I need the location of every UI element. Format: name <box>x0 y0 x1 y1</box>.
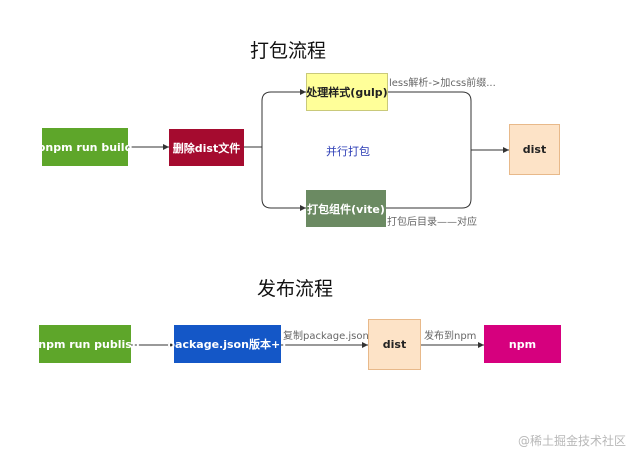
edge-style-to-dist <box>388 91 509 153</box>
note-parallel: 并行打包 <box>326 145 370 158</box>
label-copy-package-json: 复制package.json <box>283 331 369 342</box>
node-pnpm-run-publish: pnpm run publish <box>30 325 140 363</box>
watermark: @稀土掘金技术社区 <box>518 434 627 448</box>
build-flow-title: 打包流程 <box>250 40 327 62</box>
publish-flow-title: 发布流程 <box>257 278 334 300</box>
node-component-vite: 打包组件(vite) <box>306 190 386 227</box>
node-build-dist: dist <box>509 124 560 175</box>
node-style-gulp: 处理样式(gulp) <box>306 73 388 111</box>
note-less: less解析->加css前缀... <box>389 78 496 89</box>
node-delete-dist: 删除dist文件 <box>169 129 244 166</box>
note-dir: 打包后目录——对应 <box>387 217 477 228</box>
node-pnpm-run-build: pnpm run build <box>38 128 132 166</box>
node-npm: npm <box>484 325 561 363</box>
label-publish-to-npm: 发布到npm <box>424 331 477 342</box>
node-version-bump: package.json版本+1 <box>167 325 288 363</box>
edge-delete-to-style <box>244 89 306 148</box>
edge-component-to-dist <box>386 150 472 209</box>
edge-delete-to-component <box>261 147 306 211</box>
node-publish-dist: dist <box>368 319 421 370</box>
